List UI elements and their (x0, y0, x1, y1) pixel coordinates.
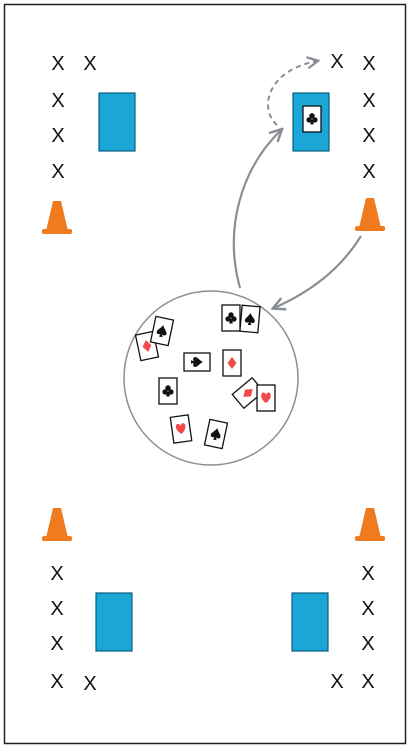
player-marker: X (362, 90, 375, 112)
mat-bottom-right (291, 592, 329, 652)
diamond-suit-icon (142, 340, 152, 352)
playing-card-icon (221, 304, 241, 332)
playing-card-icon (239, 304, 261, 334)
playing-card-icon (302, 105, 322, 133)
spade-suit-icon (156, 325, 167, 338)
club-suit-icon (225, 312, 237, 324)
heart-suit-icon (175, 423, 186, 434)
orange-cone-icon (42, 201, 72, 234)
spade-suit-icon (244, 313, 255, 326)
player-marker: X (361, 633, 374, 655)
card-face (158, 377, 178, 405)
player-group: X X X X X X X X X X X X X X X X X X X X (50, 51, 375, 695)
playing-card-icon (149, 315, 175, 347)
diamond-suit-icon (243, 389, 253, 397)
playing-card-icon (169, 414, 193, 444)
playing-card-icon (222, 349, 242, 377)
mat-top-left (98, 92, 136, 152)
orange-cone-icon (42, 508, 72, 541)
player-marker: X (50, 563, 63, 585)
player-marker: X (330, 51, 343, 73)
spade-suit-icon (210, 428, 221, 441)
player-marker: X (362, 125, 375, 147)
player-marker: X (83, 53, 96, 75)
club-suit-icon (306, 113, 318, 125)
playing-card-icon (158, 377, 178, 405)
return-arrow-dashed (267, 61, 317, 126)
card-pile (134, 304, 276, 450)
cone-group (42, 198, 385, 541)
player-marker: X (362, 53, 375, 75)
playing-card-icon (183, 352, 211, 372)
spade-suit-icon (191, 357, 203, 367)
player-marker: X (83, 673, 96, 695)
player-marker: X (50, 633, 63, 655)
player-marker: X (330, 671, 343, 693)
player-marker: X (50, 671, 63, 693)
playing-card-icon (203, 418, 229, 450)
heart-suit-icon (261, 392, 271, 403)
arrow-circle-to-mat (232, 130, 281, 289)
player-marker: X (361, 598, 374, 620)
orange-cone-icon (355, 508, 385, 541)
diamond-suit-icon (227, 357, 237, 369)
player-marker: X (51, 53, 64, 75)
club-suit-icon (162, 385, 174, 397)
player-marker: X (51, 125, 64, 147)
player-marker: X (50, 598, 63, 620)
player-marker: X (51, 90, 64, 112)
arrow-cone-to-circle (274, 235, 362, 308)
mat-bottom-left (95, 592, 133, 652)
orange-cone-icon (355, 198, 385, 231)
playing-card-icon (256, 384, 276, 412)
player-marker: X (362, 161, 375, 183)
player-marker: X (51, 161, 64, 183)
card-face (221, 304, 241, 332)
player-marker: X (361, 563, 374, 585)
player-marker: X (361, 671, 374, 693)
